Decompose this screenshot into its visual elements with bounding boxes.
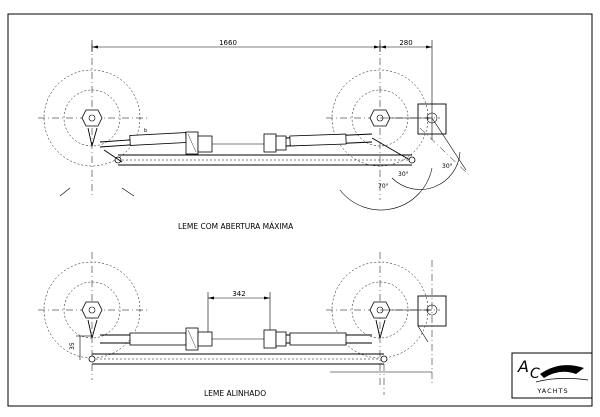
dim-center-label: 342 [232,290,245,298]
angle-arcs-top: 30° 30° 70° [339,117,471,211]
angle-a-label: 30° [398,171,409,178]
tie-rod-bottom [88,353,432,395]
logo-wordmark: YACHTS [536,387,568,395]
angle-b-label: 30° [442,163,453,170]
svg-text:C: C [530,366,540,382]
dimension-span-top: 1660 280 [91,39,433,140]
dimension-center-bottom: 342 [207,290,271,340]
dimension-vertical-bottom: 35 [69,335,92,360]
bottom-view: 342 35 [38,252,447,398]
tie-rod-top [103,149,416,166]
cylinder-left-top: b [99,128,264,155]
brand-logo: A C YACHTS [511,352,593,399]
svg-text:A: A [517,357,529,376]
tiller-box-bottom [380,260,447,385]
cylinder-right-top [263,133,411,161]
cylinder-left-bottom [100,327,264,351]
left-rudder-sweep [38,44,150,197]
sheet-border [7,13,593,407]
dim-vertical-label: 35 [69,342,76,350]
top-view-caption: LEME COM ABERTURA MÁXIMA [178,222,294,231]
cylinder-right-bottom [263,329,372,349]
svg-text:b: b [144,128,147,134]
dim-offset-label: 280 [399,39,412,47]
angle-c-label: 70° [378,183,389,190]
left-rudder-sweep-bottom [38,252,150,380]
right-rudder-sweep-bottom [326,252,440,385]
bottom-view-caption: LEME ALINHADO [204,389,266,398]
tiller-box-top [380,103,447,135]
top-view: 1660 280 b [38,39,471,231]
right-rudder-sweep [326,44,440,200]
dim-span-label: 1660 [219,39,237,47]
